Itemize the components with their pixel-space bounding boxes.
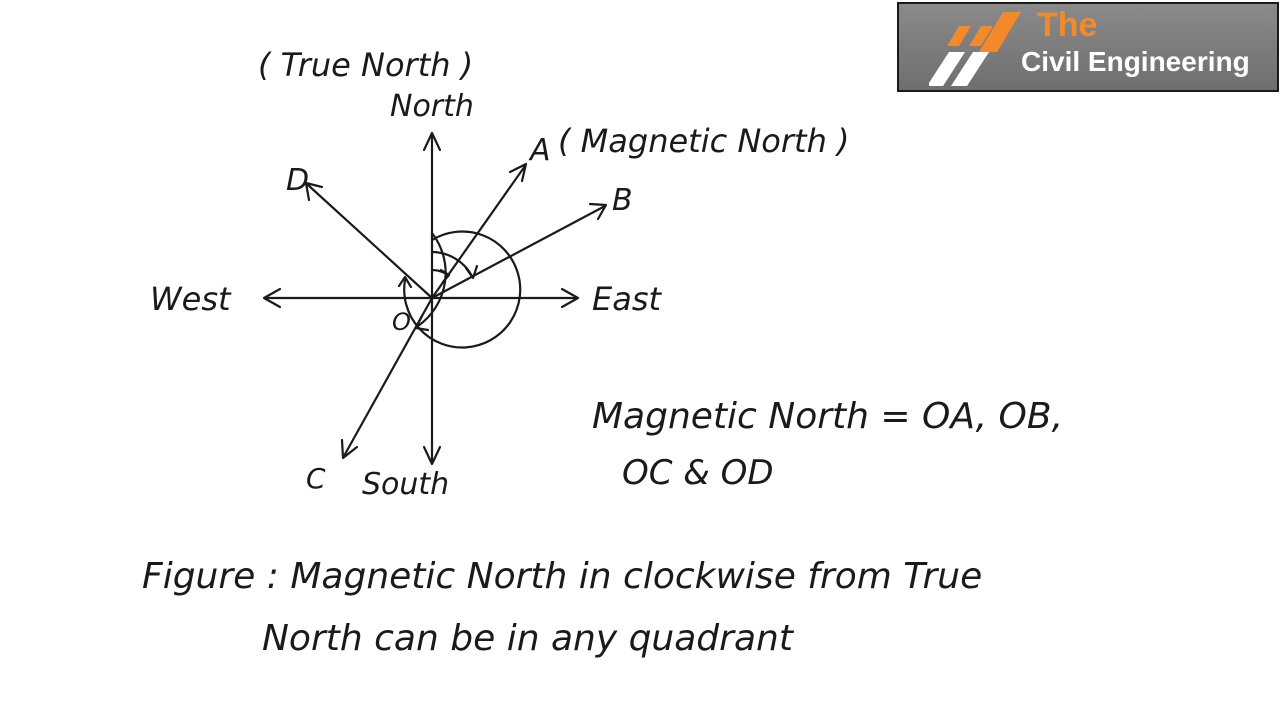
ob-arrowhead	[588, 202, 608, 221]
oa-arrowhead	[508, 162, 528, 183]
label-true-north: ( True North )	[258, 46, 473, 84]
oc-arrowhead	[340, 438, 359, 460]
angle-arc-od-head	[397, 275, 413, 289]
od-arrowhead	[304, 181, 324, 202]
line-ob	[430, 204, 607, 300]
caption-line-1: Figure : Magnetic North in clockwise fro…	[142, 556, 982, 597]
label-magnetic-north: ( Magnetic North )	[558, 122, 850, 160]
brand-logo: The Civil Engineering	[897, 2, 1279, 92]
label-east: East	[592, 280, 663, 318]
east-arrowhead	[560, 287, 580, 309]
south-arrowhead	[422, 445, 442, 466]
caption-line-2: North can be in any quadrant	[262, 618, 795, 659]
north-arrowhead	[422, 131, 442, 152]
west-arrowhead	[262, 287, 282, 309]
logo-word-civil-engineering: Civil Engineering	[1021, 46, 1250, 77]
equation-line-2: OC & OD	[622, 453, 774, 493]
label-point-d: D	[286, 163, 309, 198]
line-od	[306, 183, 434, 300]
label-point-b: B	[612, 183, 633, 218]
label-point-c: C	[306, 462, 326, 495]
angle-arc-od	[403, 230, 522, 349]
logo-stripes-icon	[929, 12, 1021, 86]
label-north: North	[390, 89, 474, 124]
angle-arc-ob-head	[464, 264, 479, 280]
equation-line-1: Magnetic North = OA, OB,	[592, 396, 1063, 437]
label-south: South	[362, 467, 449, 502]
angle-arc-oc	[416, 231, 447, 328]
label-origin: O	[392, 308, 411, 336]
label-west: West	[150, 280, 232, 318]
angle-arc-ob	[430, 250, 474, 278]
angle-arc-oc-head	[414, 314, 430, 332]
label-point-a: A	[528, 133, 551, 168]
logo-word-the: The	[1037, 6, 1098, 44]
